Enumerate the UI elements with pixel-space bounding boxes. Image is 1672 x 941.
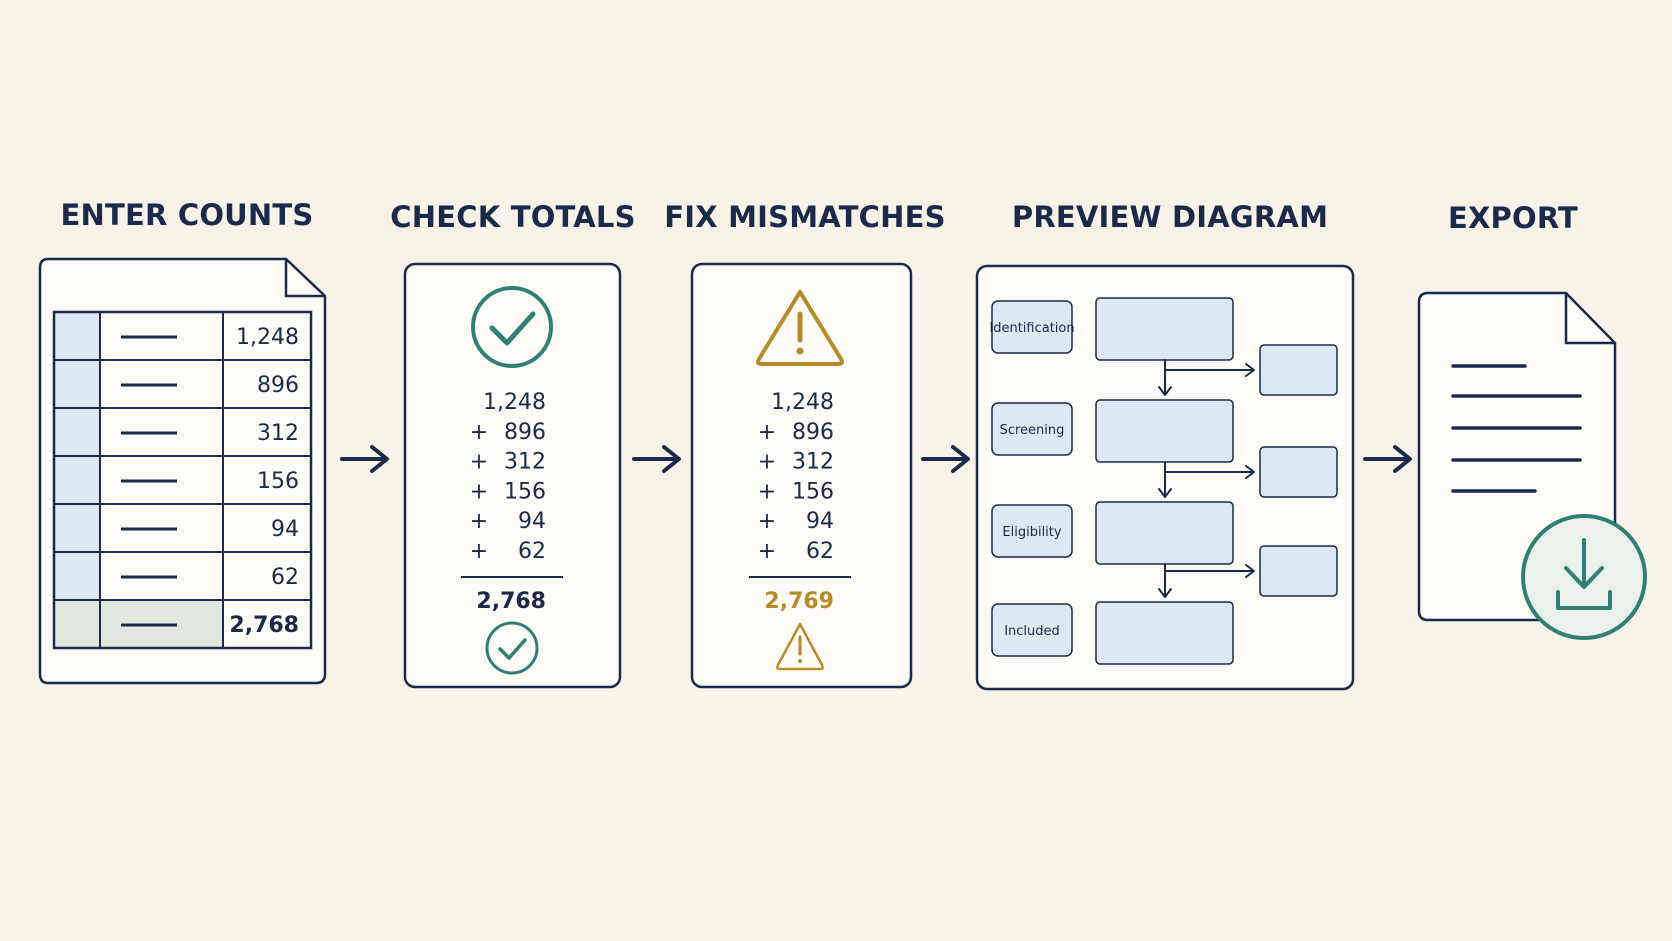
arrow-right-icon: [340, 445, 389, 473]
page-fold-icon: [284, 259, 325, 298]
export-card: [1417, 291, 1647, 640]
table-row-value: 312: [257, 421, 299, 446]
count-entry-table: 1,248 896 312 156 94 62 2,768: [52, 310, 313, 650]
arrow-right-icon: [1363, 445, 1412, 473]
fix-mismatches-sum: 1,248 +896 +312 +156 +94 +62 2,769: [749, 390, 851, 614]
table-row-value: 62: [271, 565, 299, 590]
table-row-value: 896: [257, 373, 299, 398]
check-totals-card: 1,248 +896 +312 +156 +94 +62 2,768: [403, 262, 622, 689]
check-circle-icon: [471, 286, 553, 368]
sum-operator: +: [470, 539, 488, 564]
table-frame: [52, 310, 313, 650]
table-row-value: 156: [257, 469, 299, 494]
sum-total: 2,769: [764, 589, 834, 614]
enter-counts-card: 1,248 896 312 156 94 62 2,768: [38, 257, 327, 685]
table-marker-cell: [54, 504, 100, 552]
sum-addend: 94: [806, 509, 834, 534]
sum-addend: 1,248: [771, 390, 834, 415]
sum-operator: +: [470, 509, 488, 534]
flow-box-screening: [1095, 399, 1234, 463]
table-marker-cell: [54, 312, 100, 360]
table-row-value: 1,248: [236, 325, 299, 350]
sum-addend: 1,248: [483, 390, 546, 415]
sum-operator: +: [758, 539, 776, 564]
table-marker-cell: [54, 552, 100, 600]
stage-label-included: Included: [1004, 624, 1060, 639]
sum-addend: 312: [792, 450, 834, 475]
sum-addend: 156: [504, 479, 546, 504]
sum-addend: 896: [504, 420, 546, 445]
table-marker-cell: [54, 408, 100, 456]
sum-addend: 62: [518, 539, 546, 564]
sum-addend: 156: [792, 479, 834, 504]
table-row-value: 94: [271, 517, 299, 542]
stage-identification: Identification: [989, 300, 1075, 354]
document-sheet: [38, 257, 327, 685]
sum-operator: +: [470, 450, 488, 475]
sum-addend: 94: [518, 509, 546, 534]
exclusion-box-1: [1259, 344, 1338, 396]
sum-operator: +: [758, 509, 776, 534]
stage-included: Included: [991, 603, 1073, 657]
warning-triangle-icon: [756, 290, 844, 366]
table-marker-cell: [54, 456, 100, 504]
sum-operator: +: [758, 479, 776, 504]
flow-connectors: [1158, 359, 1255, 598]
stage-eligibility: Eligibility: [991, 504, 1073, 558]
step-title-fix-mismatches: FIX MISMATCHES: [664, 200, 945, 234]
fix-mismatches-card: 1,248 +896 +312 +156 +94 +62 2,769: [690, 262, 913, 689]
stage-label-screening: Screening: [1000, 423, 1065, 438]
step-title-enter-counts: ENTER COUNTS: [61, 198, 314, 232]
sum-operator: +: [470, 479, 488, 504]
flow-box-eligibility: [1095, 501, 1234, 565]
sum-addend: 312: [504, 450, 546, 475]
stage-label-eligibility: Eligibility: [1002, 525, 1061, 540]
step-title-export: EXPORT: [1448, 201, 1578, 235]
download-icon[interactable]: [1521, 514, 1647, 640]
sum-operator: +: [758, 420, 776, 445]
sum-total: 2,768: [476, 589, 546, 614]
preview-diagram-card: Identification Screening Eligibility Inc…: [975, 264, 1355, 691]
sum-addend: 896: [792, 420, 834, 445]
exclusion-box-2: [1259, 446, 1338, 498]
card-frame: [403, 262, 622, 689]
table-total-value: 2,768: [229, 613, 299, 638]
arrow-right-icon: [921, 445, 970, 473]
flow-box-included: [1095, 601, 1234, 665]
step-connectors: [340, 445, 1412, 473]
stage-label-identification: Identification: [989, 321, 1074, 336]
sum-operator: +: [758, 450, 776, 475]
arrow-right-icon: [632, 445, 681, 473]
table-total-marker-cell: [54, 600, 100, 648]
sum-addend: 62: [806, 539, 834, 564]
step-title-check-totals: CHECK TOTALS: [390, 200, 635, 234]
warning-small-icon: [776, 622, 824, 671]
table-marker-cell: [54, 360, 100, 408]
step-title-preview-diagram: PREVIEW DIAGRAM: [1012, 200, 1328, 234]
stage-screening: Screening: [991, 402, 1073, 456]
sum-operator: +: [470, 420, 488, 445]
exclusion-box-3: [1259, 545, 1338, 597]
check-small-icon: [485, 621, 539, 675]
card-frame: [690, 262, 913, 689]
check-totals-sum: 1,248 +896 +312 +156 +94 +62 2,768: [461, 390, 563, 614]
flow-box-identification: [1095, 297, 1234, 361]
